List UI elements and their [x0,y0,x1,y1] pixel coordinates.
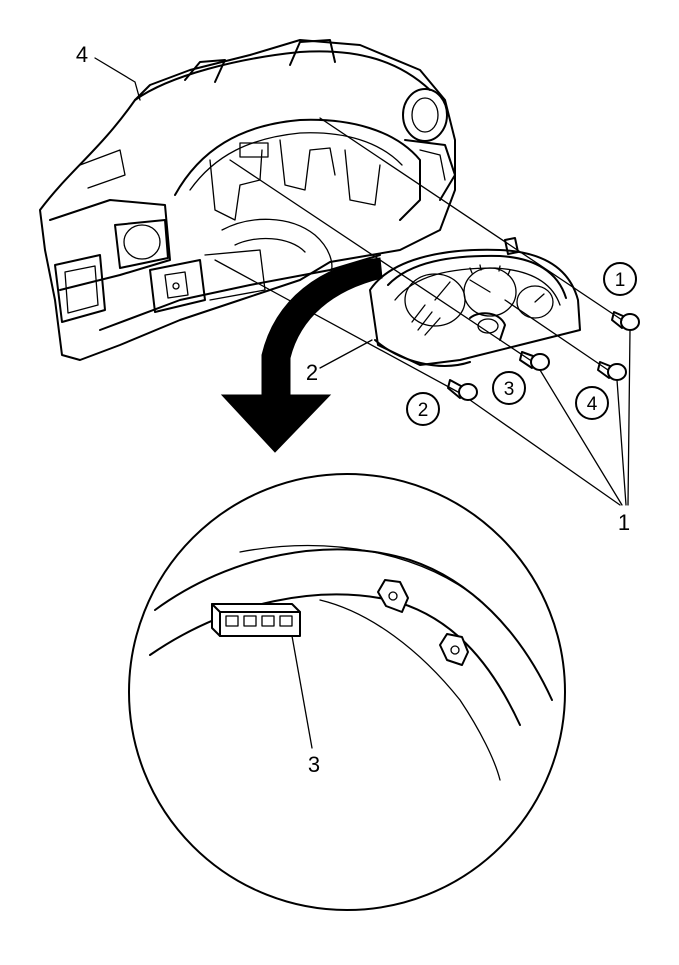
screw-1-icon [611,311,640,331]
detail-view [128,473,566,911]
removal-arrow-icon [220,257,383,453]
connector-icon [211,603,301,637]
instrument-cluster [369,237,581,367]
callout-instrument-panel: 4 [76,42,88,67]
sequence-number-4: 4 [587,394,598,415]
sequence-marker-4: 4 [575,386,609,420]
sequence-marker-3: 3 [492,371,526,405]
sequence-markers: 1 2 3 4 [406,262,637,426]
screw-2-icon [447,379,478,401]
sequence-number-2: 2 [418,400,429,421]
callout-cluster: 2 [306,360,318,385]
sequence-marker-2: 2 [406,392,440,426]
sequence-number-3: 3 [504,379,515,400]
screw-4-icon [597,361,627,381]
instrument-panel-carrier [39,39,456,361]
callout-screws: 1 [618,510,630,535]
callout-labels: 4 2 1 3 [76,42,630,777]
screw-3-icon [519,351,550,371]
callout-detail-connector: 3 [308,752,320,777]
sequence-number-1: 1 [615,270,626,291]
screws [447,311,640,401]
sequence-marker-1: 1 [603,262,637,296]
